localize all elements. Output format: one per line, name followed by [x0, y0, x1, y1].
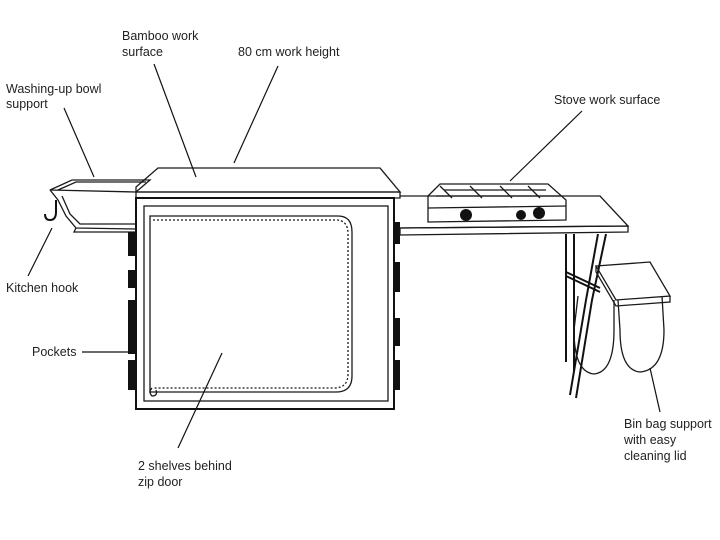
label-shelves-line1: 2 shelves behind	[138, 459, 232, 473]
label-bamboo-line2: surface	[122, 45, 163, 59]
pocket-right-4	[395, 360, 400, 390]
zip-door	[149, 215, 353, 393]
label-bin-line1: Bin bag support	[624, 417, 712, 431]
cabinet-body	[135, 197, 395, 410]
labels: Bamboo work surface 80 cm work height Wa…	[6, 29, 712, 489]
washing-up-bowl-support	[49, 179, 152, 233]
label-stove: Stove work surface	[554, 93, 660, 107]
label-washing-line2: support	[6, 97, 48, 111]
stove-work-surface	[399, 195, 630, 236]
kitchen-hook	[44, 200, 57, 222]
stove	[427, 183, 567, 223]
bin-bag-left	[573, 295, 615, 375]
bin-bag-right	[617, 295, 665, 373]
pocket-left-1	[128, 232, 135, 256]
stove-knob-mid	[516, 210, 526, 220]
label-bin-line3: cleaning lid	[624, 449, 687, 463]
pocket-right-2	[395, 262, 400, 292]
bamboo-top	[135, 167, 402, 193]
label-shelves-line2: zip door	[138, 475, 182, 489]
bin-bag-stand	[565, 233, 672, 399]
main-cabinet	[128, 167, 402, 410]
pocket-left-2	[128, 270, 135, 288]
label-kitchen-hook: Kitchen hook	[6, 281, 79, 295]
pocket-right-3	[395, 318, 400, 346]
leader-lines	[27, 63, 661, 449]
label-pockets: Pockets	[32, 345, 76, 359]
stove-knob-left	[460, 209, 472, 221]
pocket-right-1	[395, 222, 400, 244]
label-bin-line2: with easy	[623, 433, 677, 447]
label-washing-line1: Washing-up bowl	[6, 82, 101, 96]
pocket-left-3	[128, 300, 135, 354]
bin-lid	[594, 261, 672, 301]
pocket-left-4	[128, 360, 135, 390]
stove-knob-right	[533, 207, 545, 219]
label-bamboo-line1: Bamboo work	[122, 29, 199, 43]
label-work-height: 80 cm work height	[238, 45, 340, 59]
